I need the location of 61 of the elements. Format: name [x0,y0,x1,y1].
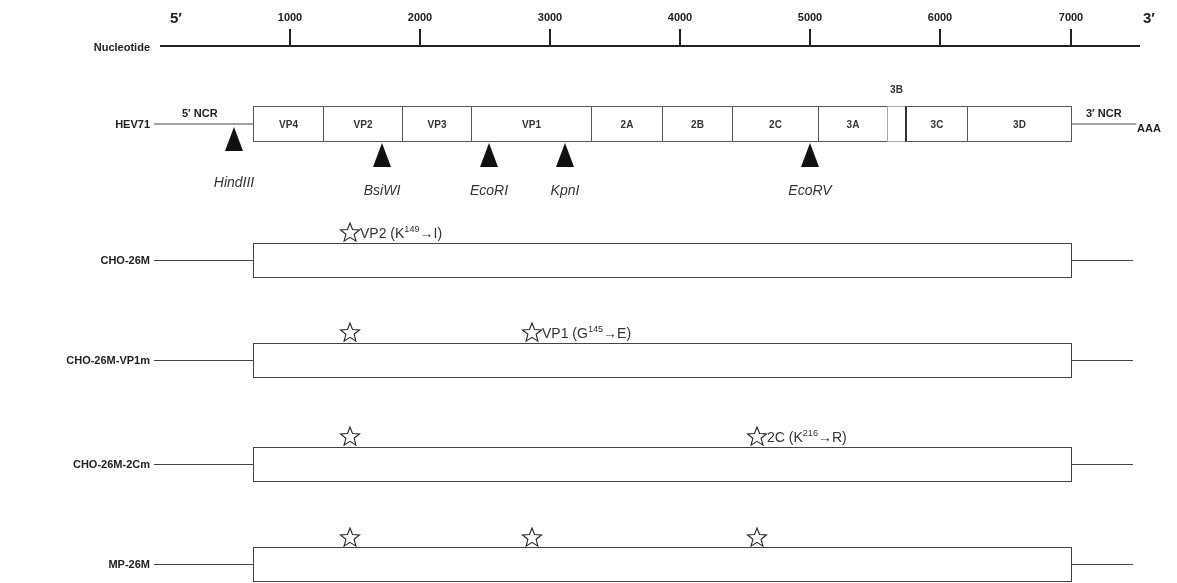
tick-label: 4000 [667,12,693,23]
end-label: 3′ [1143,10,1155,25]
row-label: CHO-26M-2Cm [73,459,150,470]
segment-label: VP1 [522,118,541,130]
segment-label: 2B [691,118,704,130]
connector-line [1071,260,1134,261]
genome-segment [591,106,663,142]
enzyme-label: EcoRV [788,183,832,197]
genome-segment [253,106,324,142]
enzyme-label: KpnI [550,183,580,197]
segment-label: VP2 [353,118,373,130]
enzyme-label: HindIII [213,175,255,189]
genome-segment [323,106,403,142]
tick-label: 2000 [407,12,433,23]
genome-bar [253,547,1072,582]
tick-label: 7000 [1058,12,1084,23]
genome-segment [662,106,733,142]
row-label: CHO-26M-VP1m [66,355,150,366]
tick-label: 3000 [537,12,563,23]
mutation-label: VP2 (K$^{149}$→I) [360,225,443,240]
mutation-label: VP1 (G$^{145}$→E) [542,325,632,340]
segment-label: 2C [769,118,782,130]
genome-segment [905,106,968,142]
segment-label: 2A [620,118,634,130]
segment-label: 3D [1013,118,1026,130]
connector-line [153,360,254,361]
region-label: 5′ NCR [181,108,219,119]
mutation-label: 2C (K$^{216}$→R) [767,429,847,444]
tick-label: 5000 [797,12,823,23]
connector-line [1071,464,1134,465]
connector-line [153,464,254,465]
connector-line [153,260,254,261]
tick-label: 1000 [277,12,303,23]
genome-bar [253,447,1072,482]
segment-label: VP4 [279,118,298,130]
segment-label: VP3 [427,118,447,130]
segment-label: 3C [930,118,944,130]
axis-label: Nucleotide [93,42,150,53]
tick-label: 6000 [927,12,953,23]
region-label: 3′ NCR [1085,108,1123,119]
end-label: 5′ [170,10,182,25]
enzyme-label: EcoRI [469,183,509,197]
connector-line [1071,564,1134,565]
enzyme-label: BsiWI [363,183,401,197]
genome-segment [402,106,472,142]
genome-bar [253,343,1072,378]
poly-a-label: AAA [1137,123,1161,134]
row-label: MP-26M [108,559,150,570]
row-label: HEV71 [115,119,150,130]
connector-line [1071,360,1134,361]
connector-line [1071,123,1137,125]
segment-label: 3A [846,118,860,130]
genome-segment [818,106,888,142]
genome-segment [471,106,592,142]
genome-bar [253,243,1072,278]
row-label: CHO-26M [100,255,150,266]
connector-line [153,564,254,565]
connector-line [153,123,254,125]
genome-segment [967,106,1072,142]
segment-label: 3B [890,84,903,95]
genome-segment [732,106,819,142]
